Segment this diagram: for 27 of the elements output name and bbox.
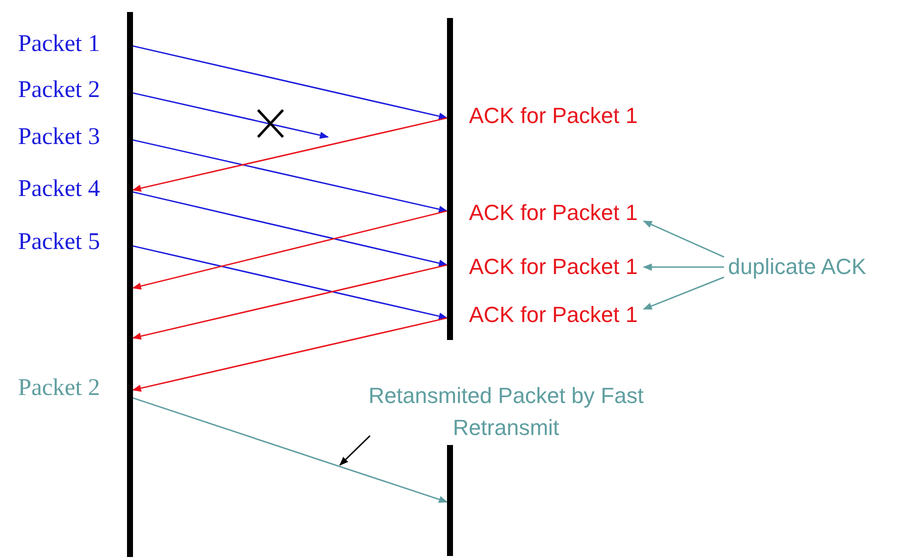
message-label: ACK for Packet 1: [469, 104, 638, 128]
message-label: ACK for Packet 1: [469, 255, 638, 280]
packet-label: Packet 1: [18, 31, 100, 58]
packet-label: Packet 2: [18, 375, 100, 402]
packet-label: Packet 4: [18, 176, 100, 202]
message-arrow: [132, 191, 448, 267]
packet-label: Packet 2: [18, 77, 100, 104]
message-arrow: [132, 317, 448, 392]
pointer-arrow: [642, 220, 724, 258]
message-arrow: [132, 92, 329, 139]
message-arrow: [132, 264, 448, 340]
message-arrow: [132, 397, 448, 503]
message-arrow: [132, 117, 448, 192]
message-arrow: [132, 45, 448, 120]
message-label: ACK for Packet 1: [469, 201, 638, 226]
packet-label: Packet 3: [18, 124, 100, 150]
message-label: duplicate ACK: [728, 255, 866, 280]
annotation-text: Retansmited Packet by Fast Retransmit: [358, 380, 654, 444]
leader-arrow: [339, 435, 370, 466]
message-arrow: [132, 139, 448, 213]
message-label: ACK for Packet 1: [469, 303, 638, 328]
packet-label: Packet 5: [18, 229, 100, 256]
pointer-arrow: [642, 264, 724, 271]
message-arrow: [132, 210, 448, 290]
message-arrow: [132, 245, 448, 320]
pointer-arrow: [642, 276, 724, 310]
timeline-bar: [127, 12, 133, 557]
